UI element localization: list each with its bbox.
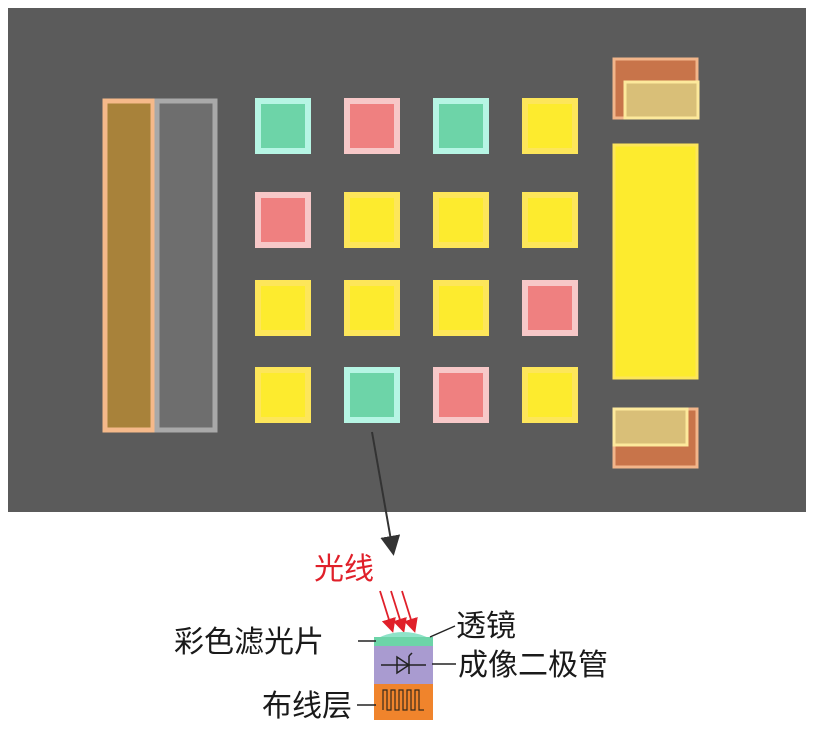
pixel-yellow bbox=[433, 280, 489, 336]
bottom-right-block bbox=[612, 407, 699, 469]
pixel-yellow bbox=[255, 280, 311, 336]
lens-label: 透镜 bbox=[456, 609, 516, 644]
color-filter-label: 彩色滤光片 bbox=[174, 625, 324, 660]
pixel-grid bbox=[255, 98, 578, 423]
pixel-red bbox=[522, 280, 578, 336]
pixel-green bbox=[344, 367, 400, 423]
photodiode-label: 成像二极管 bbox=[458, 648, 608, 683]
wiring-layer-label: 布线层 bbox=[262, 689, 352, 724]
leader-lines bbox=[357, 625, 456, 706]
gray-bar bbox=[154, 98, 218, 433]
pixel-yellow bbox=[522, 367, 578, 423]
right-yellow-bar bbox=[612, 143, 699, 380]
light-rays bbox=[379, 590, 418, 633]
pixel-yellow bbox=[344, 280, 400, 336]
light-label: 光线 bbox=[314, 552, 374, 587]
pixel-green bbox=[433, 98, 489, 154]
brown-bar bbox=[102, 98, 156, 433]
pixel-yellow bbox=[522, 192, 578, 248]
pixel-red bbox=[255, 192, 311, 248]
pixel-yellow bbox=[433, 192, 489, 248]
top-right-block bbox=[612, 57, 700, 120]
zoom-arrow bbox=[371, 431, 401, 556]
pixel-red bbox=[433, 367, 489, 423]
wiring-trace-icon bbox=[382, 689, 424, 711]
diode-icon bbox=[381, 652, 426, 675]
color-filter-layer bbox=[374, 637, 433, 646]
pixel-red bbox=[344, 98, 400, 154]
pixel-yellow bbox=[522, 98, 578, 154]
pixel-cross-section bbox=[374, 632, 433, 720]
pixel-green bbox=[255, 98, 311, 154]
pixel-yellow bbox=[255, 367, 311, 423]
pixel-yellow bbox=[344, 192, 400, 248]
